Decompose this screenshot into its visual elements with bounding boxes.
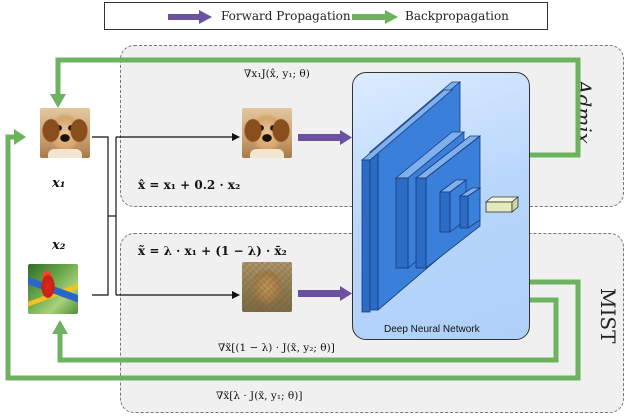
admix-to-dnn-arrow bbox=[298, 134, 340, 141]
mist-to-dnn-arrow-icon bbox=[340, 286, 352, 301]
mist-inner-gradient-label: ∇x̃[(1 − λ) · J(x̃, y₂; θ)] bbox=[218, 342, 335, 354]
admix-forward-arrow-icon bbox=[232, 133, 240, 141]
admix-image bbox=[242, 108, 292, 158]
mist-outer-backprop-line bbox=[5, 134, 581, 381]
input-merge-line bbox=[92, 136, 109, 296]
x1-image bbox=[40, 108, 90, 158]
x2-label: x₂ bbox=[52, 238, 66, 253]
mist-outer-gradient-label: ∇x̃[λ · J(x̃, y₁; θ)] bbox=[216, 390, 303, 402]
mist-image bbox=[242, 262, 292, 312]
network-layers-icon bbox=[360, 81, 520, 313]
hidden-layer-5 bbox=[458, 187, 482, 229]
admix-formula: x̂ = x₁ + 0.2 · x₂ bbox=[138, 178, 241, 192]
x2-image bbox=[28, 264, 78, 314]
mist-formula: x̃ = λ · x₁ + (1 − λ) · x̄₂ bbox=[138, 244, 287, 258]
mist-forward-arrow-icon bbox=[232, 291, 240, 299]
legend-forward-label: Forward Propagation bbox=[221, 9, 351, 23]
output-layer bbox=[484, 196, 520, 213]
admix-backprop-line bbox=[55, 57, 581, 158]
legend-backward-label: Backpropagation bbox=[405, 9, 509, 23]
admix-gradient-label: ∇x₁J(x̂, y₁; θ) bbox=[244, 68, 310, 80]
admix-backprop-arrow-icon bbox=[50, 94, 66, 108]
mist-to-dnn-arrow bbox=[298, 290, 340, 297]
forward-arrow-icon bbox=[168, 10, 212, 24]
legend: Forward Propagation Backpropagation bbox=[104, 2, 548, 30]
mist-inner-backprop-line bbox=[57, 297, 559, 363]
admix-to-dnn-arrow-icon bbox=[340, 130, 352, 145]
mist-outer-backprop-arrow-icon bbox=[14, 129, 26, 145]
x1-label: x₁ bbox=[52, 176, 66, 191]
backward-arrow-icon bbox=[352, 10, 398, 24]
network-label: Deep Neural Network bbox=[384, 324, 480, 335]
mist-inner-backprop-arrow-icon bbox=[52, 320, 68, 334]
